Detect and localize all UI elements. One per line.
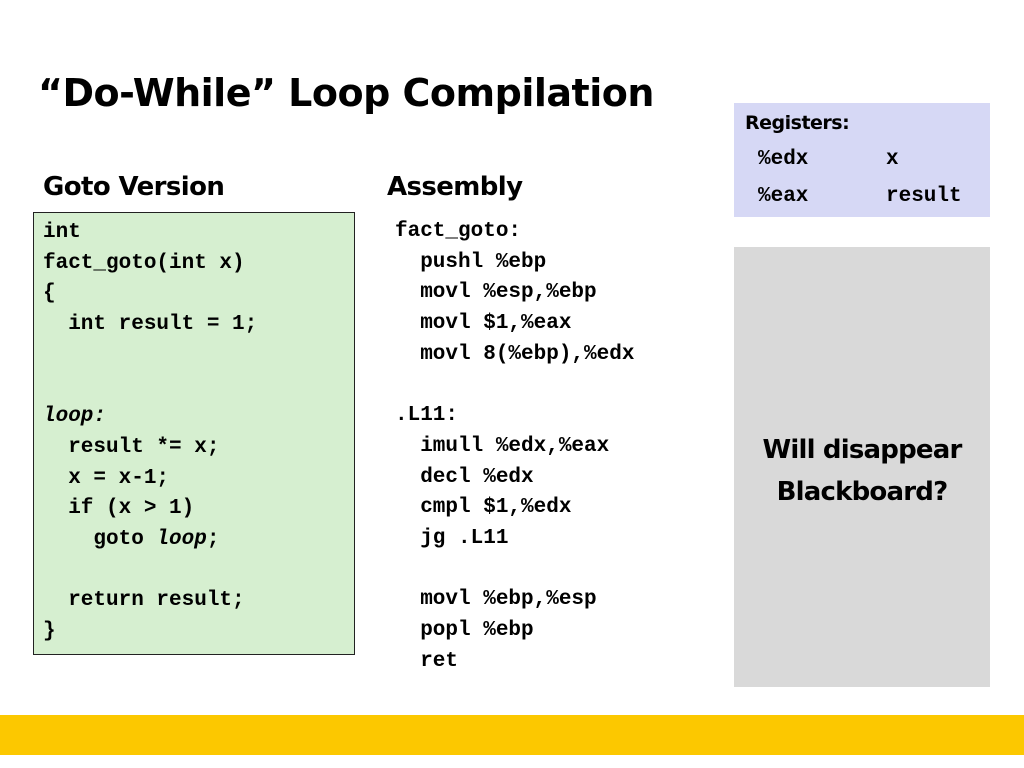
note-line: Blackboard? — [776, 477, 949, 507]
assembly-line: movl 8(%ebp),%edx — [395, 342, 635, 366]
register-variable: result — [886, 185, 962, 208]
code-fragment: if (x > 1) — [43, 497, 195, 521]
registers-title: Registers: — [745, 112, 850, 134]
assembly-line: popl %ebp — [395, 618, 534, 642]
goto-code-box: int fact_goto(int x) { int result = 1; loop… — [33, 212, 355, 655]
assembly-line: movl %ebp,%esp — [395, 588, 597, 612]
code-fragment: int result = 1; — [43, 313, 258, 337]
assembly-line: cmpl $1,%edx — [395, 496, 572, 520]
slide-title: “Do-While” Loop Compilation — [38, 71, 654, 115]
code-line — [43, 556, 257, 587]
code-fragment: goto — [43, 527, 157, 551]
assembly-line: decl %edx — [395, 465, 534, 489]
register-row: %eax result — [758, 182, 962, 213]
code-line — [43, 371, 257, 402]
code-line: int result = 1; — [43, 310, 257, 341]
registers-box: Registers: %edx x %eax result — [734, 103, 990, 217]
code-fragment: loop — [156, 527, 207, 551]
code-fragment: ; — [206, 527, 220, 551]
note-text: Will disappear Blackboard? — [734, 429, 990, 513]
assembly-line: jg .L11 — [395, 526, 509, 550]
goto-code: int fact_goto(int x) { int result = 1; loop… — [43, 218, 257, 648]
code-line: result *= x; — [43, 433, 257, 464]
assembly-line: movl %esp,%ebp — [395, 281, 597, 305]
code-fragment: x = x-1; — [43, 466, 170, 490]
assembly-line: movl $1,%eax — [395, 312, 572, 336]
footer-bar — [0, 715, 1024, 755]
assembly-line: pushl %ebp — [395, 250, 547, 274]
code-fragment: return result; — [43, 589, 245, 613]
assembly-heading: Assembly — [387, 172, 523, 202]
code-line: if (x > 1) — [43, 494, 257, 525]
code-line: int — [43, 218, 257, 249]
assembly-line: ret — [395, 649, 459, 673]
assembly-line — [395, 555, 634, 586]
assembly-line: .L11: — [395, 404, 459, 428]
note-line: Will disappear — [762, 435, 962, 465]
code-fragment: loop: — [43, 405, 107, 429]
code-line — [43, 341, 257, 372]
code-fragment: result *= x; — [43, 435, 220, 459]
assembly-line: fact_goto: — [395, 220, 522, 243]
code-line: return result; — [43, 586, 257, 617]
code-fragment: int — [43, 221, 81, 244]
register-row: %edx x — [758, 145, 899, 176]
assembly-line — [395, 370, 634, 401]
code-line: x = x-1; — [43, 464, 257, 495]
code-fragment: { — [43, 282, 56, 306]
register-name: %edx — [758, 148, 809, 171]
register-variable: x — [886, 148, 899, 171]
note-box: Will disappear Blackboard? — [734, 247, 990, 687]
register-name: %eax — [758, 185, 809, 208]
assembly-code: fact_goto: pushl %ebp movl %esp,%ebp mov… — [395, 217, 634, 677]
goto-version-heading: Goto Version — [43, 172, 225, 202]
code-line: loop: — [43, 402, 257, 433]
code-fragment: } — [43, 619, 56, 643]
code-line: goto loop; — [43, 525, 257, 556]
assembly-line: imull %edx,%eax — [395, 434, 610, 458]
code-fragment: fact_goto(int x) — [43, 251, 245, 275]
code-line: } — [43, 617, 257, 648]
code-line: fact_goto(int x) — [43, 249, 257, 280]
code-line: { — [43, 279, 257, 310]
